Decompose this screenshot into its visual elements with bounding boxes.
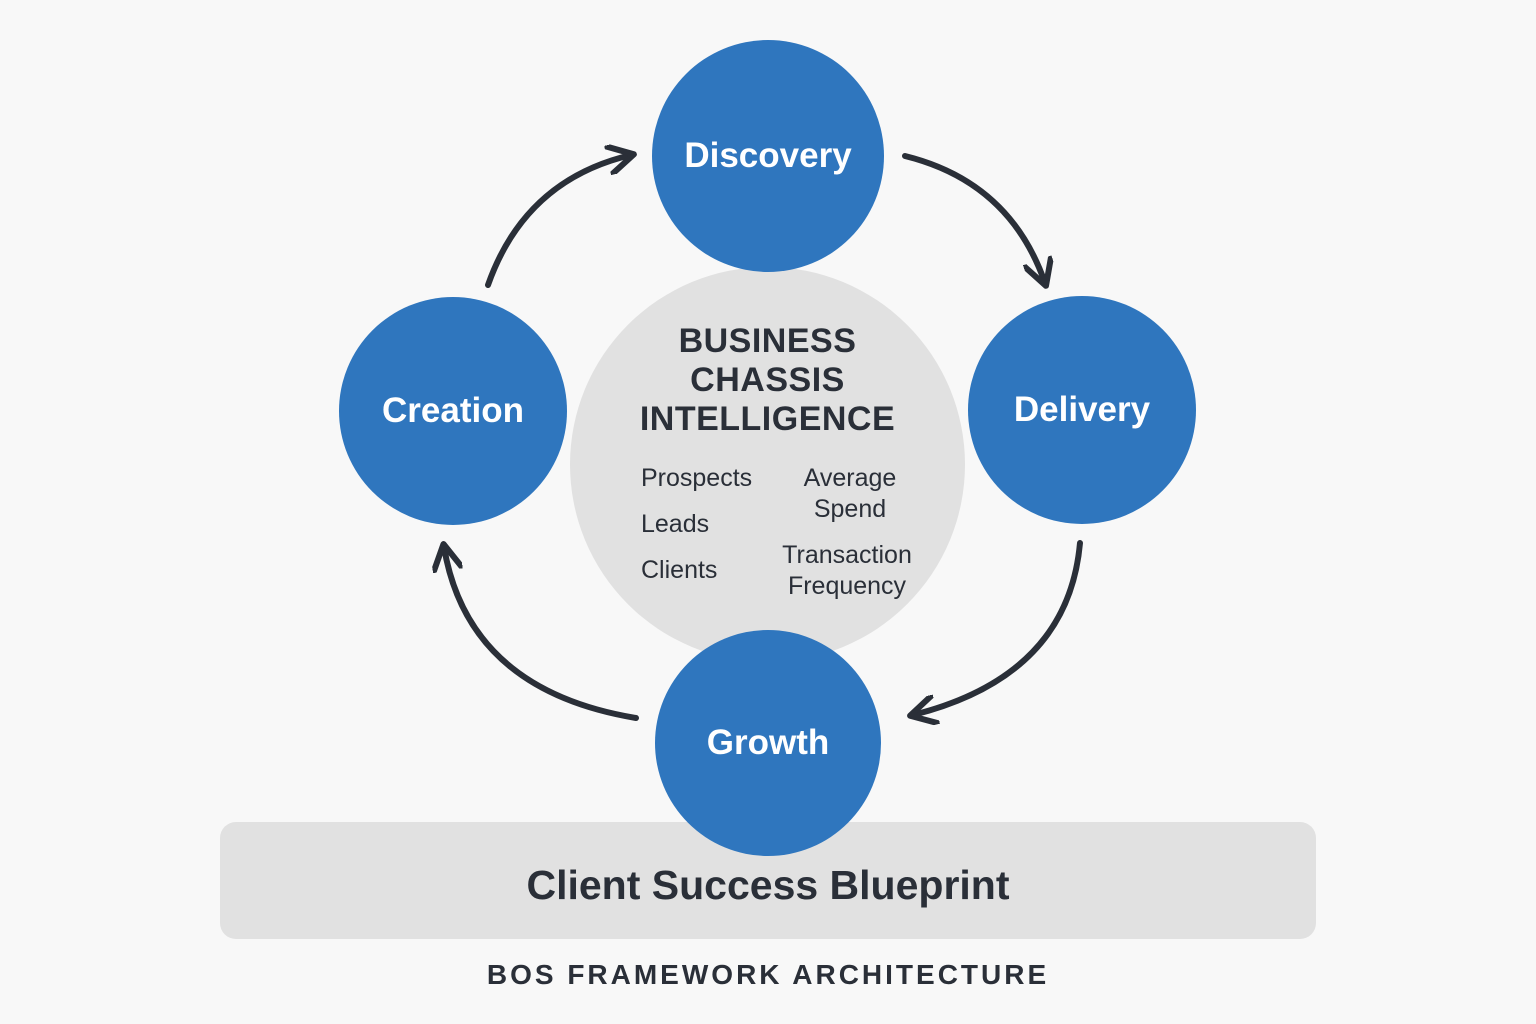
metric-prospects: Prospects [641, 464, 753, 492]
metric-clients: Clients [641, 556, 718, 584]
metric-leads: Leads [641, 510, 710, 538]
stage-creation: Creation [339, 297, 567, 525]
arrow-growth-to-creation [444, 547, 639, 721]
metric-transaction-frequency: Transaction Frequency [782, 541, 912, 600]
arrow-discovery-to-delivery [902, 153, 1045, 283]
arrow-delivery-to-growth [913, 540, 1083, 715]
stage-discovery-label: Discovery [684, 136, 852, 175]
stage-discovery: Discovery [652, 40, 884, 272]
stage-growth-label: Growth [706, 723, 830, 762]
metric-average-spend: Average Spend [803, 464, 897, 523]
stage-delivery: Delivery [968, 296, 1196, 524]
stage-growth: Growth [655, 630, 881, 856]
blueprint-label: Client Success Blueprint [526, 862, 1010, 908]
business-chassis-core [570, 267, 965, 662]
arrow-creation-to-discovery [485, 155, 631, 288]
core-title: BUSINESS CHASSIS INTELLIGENCE [639, 322, 896, 438]
stage-creation-label: Creation [382, 391, 524, 430]
framework-caption: BOS FRAMEWORK ARCHITECTURE [486, 959, 1050, 990]
stage-delivery-label: Delivery [1013, 390, 1151, 429]
